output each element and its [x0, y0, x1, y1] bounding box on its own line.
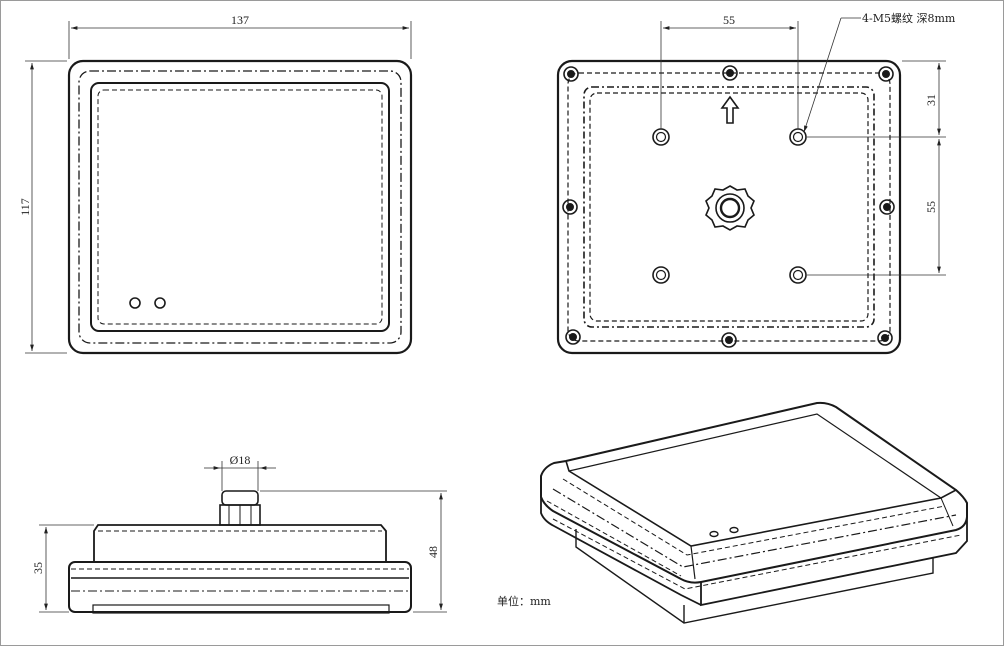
- orientation-arrow-icon: [720, 95, 740, 124]
- iso-led-2: [729, 526, 739, 534]
- front-centerline: [78, 70, 402, 344]
- m5-mounting-holes: [652, 128, 807, 284]
- side-body-height-dimension: [39, 524, 94, 613]
- back-hole-spacing-dimension: [660, 21, 799, 129]
- m5-hole-bottom-right: [789, 266, 807, 284]
- screw-top-middle: [722, 65, 738, 81]
- unit-note: 单位：mm: [497, 594, 551, 608]
- screw-bottom-right: [877, 330, 893, 346]
- hole-callout-note: 4-M5螺纹 深8mm: [862, 11, 956, 25]
- side-gland-dimension: [204, 461, 276, 491]
- side-gland-diameter-label: Ø18: [230, 453, 251, 467]
- side-gland-cap: [221, 490, 259, 506]
- side-main-body: [68, 561, 412, 613]
- front-hidden-edge: [97, 89, 383, 325]
- screw-top-left: [563, 66, 579, 82]
- hole-callout-leader: [803, 17, 861, 133]
- m5-hole-top-right: [789, 128, 807, 146]
- front-width-dimension: [68, 21, 412, 59]
- back-hole-spacing-label: 55: [723, 13, 735, 27]
- front-width-label: 137: [231, 13, 249, 27]
- back-view: [556, 59, 902, 355]
- back-centerline: [583, 86, 875, 328]
- led-indicator-2: [154, 297, 166, 309]
- back-outer-outline: [556, 59, 902, 355]
- back-top-offset-label: 31: [924, 94, 938, 106]
- front-inner-panel: [90, 82, 390, 332]
- iso-front-side: [700, 517, 968, 607]
- iso-top-surface: [565, 460, 957, 547]
- isometric-view: [540, 401, 968, 624]
- side-view: [68, 490, 412, 614]
- side-bottom-lip: [92, 604, 390, 614]
- back-vertical-spacing-label: 55: [924, 201, 938, 213]
- front-view: [67, 59, 413, 355]
- iso-top-back-edge: [568, 413, 942, 499]
- front-height-label: 117: [18, 198, 32, 216]
- back-inner-hidden: [589, 92, 869, 322]
- iso-led-1: [709, 530, 719, 538]
- m5-hole-top-left: [652, 128, 670, 146]
- back-vertical-dimensions: [807, 60, 946, 276]
- screw-middle-left: [562, 199, 578, 215]
- led-indicator-1: [129, 297, 141, 309]
- side-total-height-dimension: [260, 490, 447, 613]
- screw-bottom-left: [565, 329, 581, 345]
- screw-bottom-middle: [721, 332, 737, 348]
- iso-dashed-1: [562, 478, 946, 556]
- iso-left-side: [540, 497, 702, 606]
- iso-back-cover: [575, 529, 934, 624]
- side-total-height-label: 48: [426, 546, 440, 558]
- iso-centerline: [552, 488, 957, 568]
- cable-gland-top: [705, 185, 755, 231]
- front-outer-outline: [67, 59, 413, 355]
- perimeter-screws: [562, 65, 895, 348]
- screw-middle-right: [879, 199, 895, 215]
- m5-hole-bottom-left: [652, 266, 670, 284]
- screw-top-right: [878, 66, 894, 82]
- side-body-height-label: 35: [31, 562, 45, 574]
- front-height-dimension: [25, 60, 67, 354]
- back-hidden-edge: [567, 72, 891, 342]
